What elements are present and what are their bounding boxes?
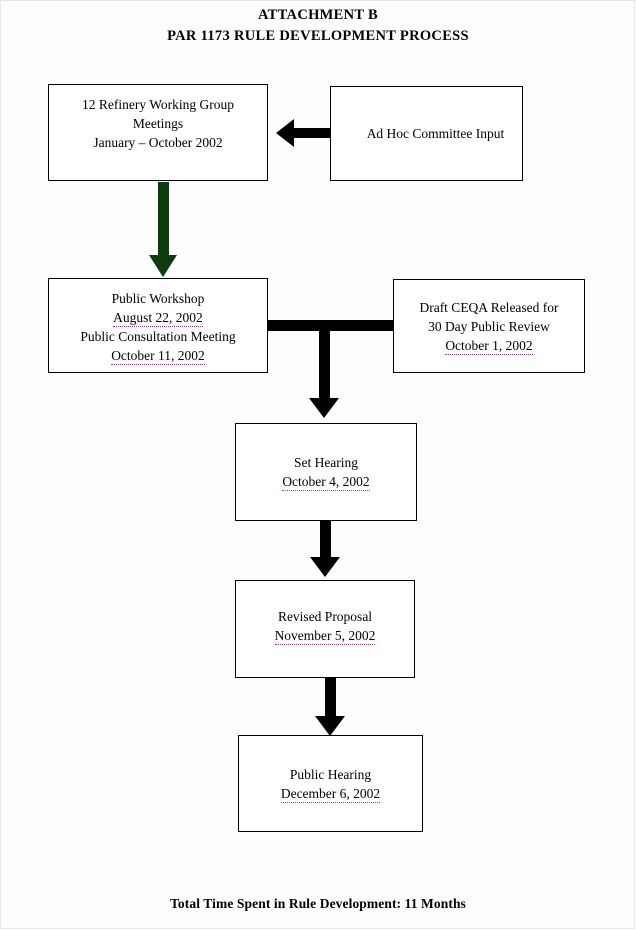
arrow-shaft (319, 329, 330, 400)
node-public-workshop: Public Workshop August 22, 2002 Public C… (48, 278, 268, 373)
arrowhead-down-icon (310, 557, 340, 577)
node-date: October 4, 2002 (282, 474, 370, 491)
node-line: 12 Refinery Working Group (81, 97, 234, 112)
title-line-1: ATTACHMENT B (257, 7, 379, 23)
node-line: Set Hearing (293, 455, 359, 470)
node-set-hearing: Set Hearing October 4, 2002 (235, 423, 417, 521)
node-line: Draft CEQA Released for (419, 299, 559, 315)
node-line: Meetings (132, 116, 184, 131)
node-public-hearing: Public Hearing December 6, 2002 (238, 735, 423, 832)
node-line: 30 Day Public Review (428, 318, 550, 334)
arrow-shaft (293, 128, 334, 138)
arrow-shaft (320, 521, 331, 559)
node-draft-ceqa: Draft CEQA Released for 30 Day Public Re… (393, 279, 585, 373)
node-line: Revised Proposal (277, 609, 373, 624)
edge-revised-proposal-to-public-hearing (315, 678, 345, 740)
document-title: ATTACHMENT B PAR 1173 RULE DEVELOPMENT P… (0, 5, 636, 47)
arrowhead-down-icon (315, 716, 345, 736)
node-date: December 6, 2002 (280, 785, 381, 803)
edge-refinery-to-workshop (149, 182, 177, 278)
footer-total-time: Total Time Spent in Rule Development: 11… (170, 896, 466, 911)
node-line: Public Workshop (111, 291, 205, 306)
edge-workshop-ceqa-to-set-hearing (266, 320, 396, 420)
node-line: Public Consultation Meeting (80, 329, 236, 344)
connector-horizontal-bar (266, 320, 396, 331)
arrowhead-down-icon (309, 398, 339, 418)
node-ad-hoc-committee-input: Ad Hoc Committee Input (330, 86, 523, 181)
node-line: January – October 2002 (93, 135, 223, 150)
arrow-shaft-green (158, 182, 169, 257)
node-revised-proposal: Revised Proposal November 5, 2002 (235, 580, 415, 678)
node-refinery-working-group: 12 Refinery Working Group Meetings Janua… (48, 84, 268, 181)
edge-set-hearing-to-revised-proposal (310, 521, 340, 581)
edge-adhoc-to-refinery (276, 119, 334, 147)
node-line: Ad Hoc Committee Input (366, 126, 505, 141)
node-date: October 11, 2002 (111, 348, 205, 365)
arrowhead-left-icon (276, 119, 294, 147)
arrow-shaft (325, 678, 336, 718)
title-line-2: PAR 1173 RULE DEVELOPMENT PROCESS (167, 28, 469, 44)
node-line: Public Hearing (289, 766, 372, 782)
arrowhead-down-green-icon (149, 255, 177, 277)
node-date: August 22, 2002 (113, 310, 203, 327)
node-date: October 1, 2002 (445, 337, 533, 355)
node-date: November 5, 2002 (274, 628, 376, 645)
